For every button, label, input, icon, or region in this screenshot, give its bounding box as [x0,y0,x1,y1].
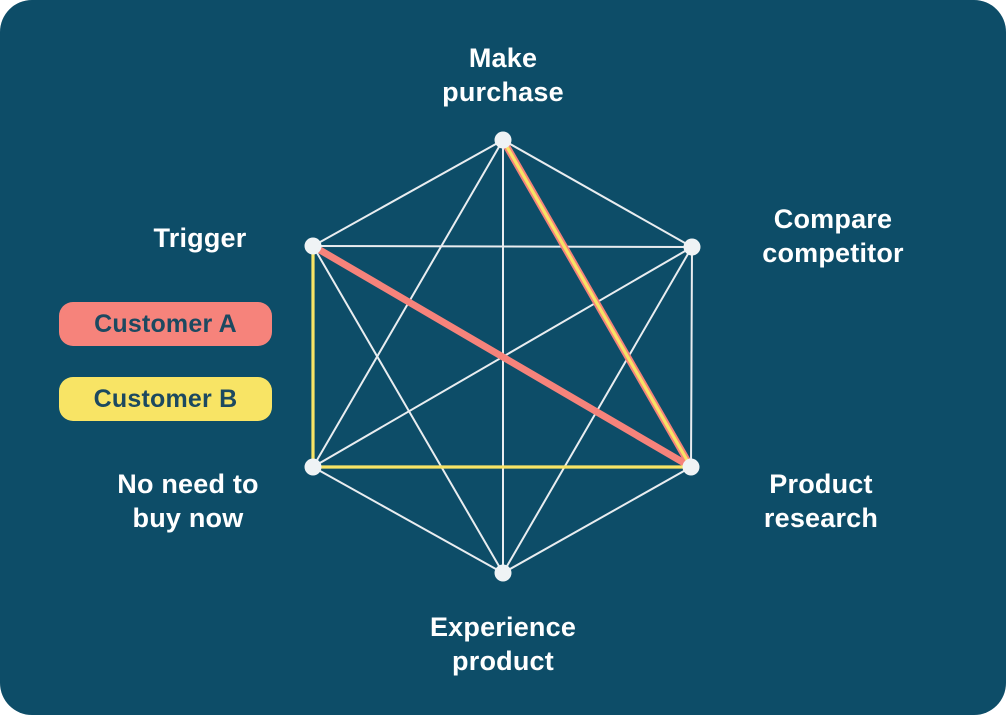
edge-experience-product-no-need-to-buy-now [312,466,504,574]
edge-compare-competitor-trigger [312,245,693,248]
edge-experience-product-trigger [312,245,504,574]
path-customer-a-trigger-product-research [309,242,695,471]
node-label-line: Product [769,469,873,499]
node-trigger [304,237,322,255]
edge-make-purchase-compare-competitor [502,139,693,248]
node-label-no-need-to-buy-now: No need to buy now [117,467,259,535]
node-label-trigger: Trigger [154,221,247,255]
node-label-line: competitor [762,238,904,268]
node-label-line: Experience [429,612,577,642]
node-label-line: Trigger [153,223,247,253]
edge-product-research-experience-product [502,466,692,574]
node-label-compare-competitor: Compare competitor [762,202,904,270]
node-label-make-purchase: Make purchase [442,41,564,109]
node-no-need-to-buy-now [304,458,322,476]
node-label-line: product [452,646,554,676]
node-label-experience-product: Experience product [430,610,576,678]
node-experience-product [494,564,512,582]
node-product-research [682,458,700,476]
node-label-line: Make [468,43,538,73]
edge-make-purchase-trigger [312,139,504,247]
edge-compare-competitor-product-research [690,246,693,468]
node-label-line: purchase [442,77,564,107]
node-label-line: research [763,503,879,533]
node-make-purchase [494,131,512,149]
path-customer-b-product-research-make-purchase [501,138,693,469]
node-compare-competitor [683,238,701,256]
node-label-line: Compare [773,204,893,234]
node-label-line: No need to [117,469,259,499]
node-label-line: buy now [132,503,244,533]
node-label-product-research: Product research [764,467,878,535]
